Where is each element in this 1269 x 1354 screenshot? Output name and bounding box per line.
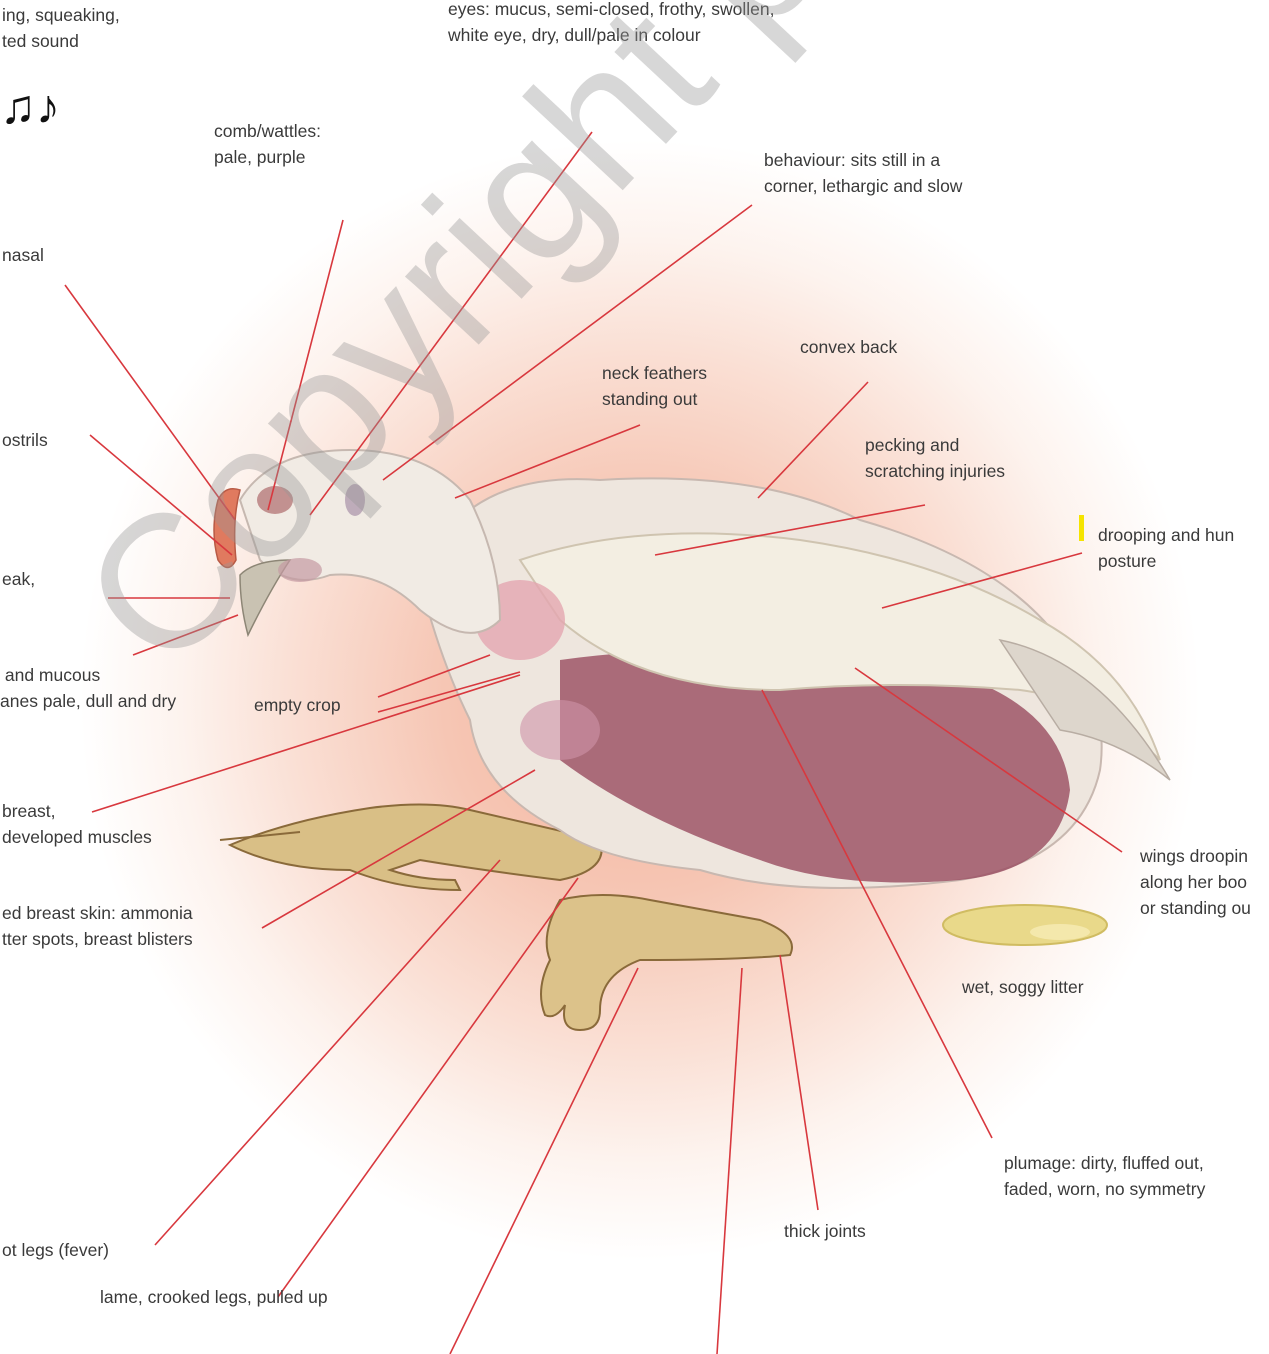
label-squeaking: ing, squeaking, ted sound (2, 2, 120, 54)
label-lame-legs: lame, crooked legs, pulled up (100, 1284, 328, 1310)
label-beak: eak, (2, 566, 35, 592)
label-nasal: nasal (2, 242, 44, 268)
yellow-marker (1079, 515, 1084, 541)
leader-line-convex-back (758, 382, 868, 498)
label-pecking-injuries: pecking and scratching injuries (865, 432, 1005, 484)
label-eyes: eyes: mucus, semi-closed, frothy, swolle… (448, 0, 774, 48)
label-hot-legs: ot legs (fever) (2, 1237, 109, 1263)
leader-line-mucous (133, 615, 238, 655)
label-thick-joints: thick joints (784, 1218, 866, 1244)
label-wet-litter: wet, soggy litter (962, 974, 1084, 1000)
label-drooping-posture: drooping and hun posture (1098, 522, 1234, 574)
label-comb-wattles: comb/wattles: pale, purple (214, 118, 321, 170)
label-wings-drooping: wings droopin along her boo or standing … (1140, 843, 1251, 921)
leader-line-nostrils (90, 435, 232, 555)
label-nostrils: ostrils (2, 427, 48, 453)
label-breast-skin: ed breast skin: ammonia tter spots, brea… (2, 900, 193, 952)
label-neck-feathers: neck feathers standing out (602, 360, 707, 412)
label-convex-back: convex back (800, 334, 897, 360)
wet-litter-patch (943, 905, 1107, 945)
hen-head (214, 450, 500, 635)
leader-line-thick-joints-b (717, 968, 742, 1354)
leader-line-lame-b (450, 968, 638, 1354)
leader-line-thick-joints-a (780, 955, 818, 1210)
label-empty-crop: empty crop (254, 692, 341, 718)
label-breast: breast, developed muscles (2, 798, 152, 850)
label-plumage: plumage: dirty, fluffed out, faded, worn… (1004, 1150, 1205, 1202)
leader-line-hot-legs (155, 860, 500, 1245)
leader-line-behaviour (383, 205, 752, 480)
label-behaviour: behaviour: sits still in a corner, letha… (764, 147, 962, 199)
label-mucous-membranes: and mucous anes pale, dull and dry (0, 662, 176, 714)
leader-line-eyes (310, 132, 592, 515)
label-music-notes: ♫♪ (0, 82, 60, 134)
